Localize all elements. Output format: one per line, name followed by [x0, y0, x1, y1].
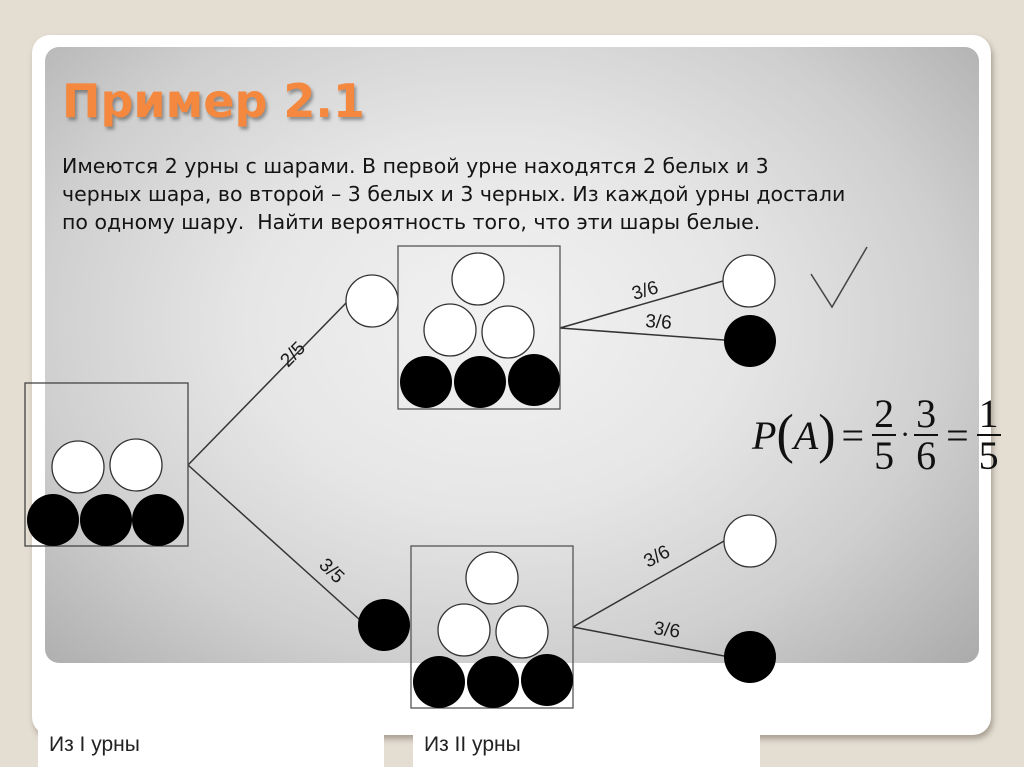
- fraction-1-numerator: 2: [874, 391, 895, 436]
- fraction-bar: [976, 434, 1001, 436]
- fraction-bar: [914, 434, 939, 436]
- black-ball: [27, 494, 79, 546]
- result-numerator: 1: [978, 391, 999, 436]
- formula-equals-2: =: [946, 412, 969, 458]
- edge-urn1-to-white: [187, 301, 348, 466]
- white-ball: [423, 303, 477, 357]
- urn-2-top-box: [397, 245, 561, 410]
- drawn-black-ball: [358, 599, 410, 651]
- problem-statement: Имеются 2 урны с шарами. В первой урне н…: [62, 152, 1002, 236]
- white-ball: [437, 603, 491, 657]
- formula-equals-1: =: [841, 412, 865, 458]
- white-ball: [495, 605, 549, 659]
- white-ball: [465, 551, 519, 605]
- black-ball: [508, 354, 560, 406]
- urn-2-bottom: [410, 545, 574, 709]
- black-ball: [454, 356, 506, 408]
- formula-func: P: [752, 412, 777, 458]
- urn-2-bottom-box: [410, 545, 574, 709]
- black-ball: [467, 656, 519, 708]
- black-ball: [521, 654, 573, 706]
- white-ball: [481, 305, 535, 359]
- edge-label-bottom-black: 3/6: [652, 618, 681, 642]
- white-ball: [451, 252, 505, 306]
- fraction-2-numerator: 3: [916, 391, 937, 436]
- edge-bottom-to-black: [572, 626, 725, 657]
- caption-urn-2: Из II урны: [413, 723, 760, 767]
- problem-line-2: черных шара, во второй – 3 белых и 3 чер…: [62, 182, 846, 206]
- fraction-1: 2 5: [872, 391, 897, 478]
- urn-2-top: [397, 245, 561, 410]
- edge-label-top-black: 3/6: [645, 311, 673, 334]
- fraction-2: 3 6: [914, 391, 939, 478]
- tree-edges: [187, 280, 725, 657]
- black-ball: [400, 356, 452, 408]
- problem-line-3: по одному шару. Найти вероятность того, …: [62, 210, 761, 234]
- edge-top-to-white: [559, 280, 724, 329]
- result-denominator: 5: [978, 433, 999, 478]
- fraction-1-denominator: 5: [874, 433, 895, 478]
- formula-times: ·: [900, 418, 911, 451]
- edge-bottom-to-white: [572, 540, 725, 628]
- fraction-result: 1 5: [976, 391, 1001, 478]
- problem-line-1: Имеются 2 урны с шарами. В первой урне н…: [62, 154, 769, 178]
- black-ball: [80, 494, 132, 546]
- outcome-top-black-ball: [724, 315, 776, 367]
- caption-urn-1: Из I урны: [38, 723, 384, 767]
- fraction-bar: [872, 434, 897, 436]
- black-ball: [132, 494, 184, 546]
- urn-1-box: [24, 382, 189, 547]
- edge-label-bottom-white: 3/6: [640, 541, 673, 572]
- fraction-2-denominator: 6: [916, 433, 937, 478]
- formula-arg: A: [793, 412, 819, 458]
- outcome-bottom-black-ball: [724, 631, 776, 683]
- black-ball: [413, 656, 465, 708]
- slide-title: Пример 2.1: [62, 74, 365, 128]
- probability-formula: P ( A ) = 2 5 · 3 6 = 1 5: [752, 390, 1003, 480]
- white-ball: [51, 440, 105, 494]
- urn-1: [24, 382, 189, 547]
- check-icon: [810, 246, 868, 309]
- drawn-white-ball: [345, 274, 399, 328]
- outcome-top-white-ball: [722, 254, 776, 308]
- formula-open-paren: (: [776, 404, 794, 465]
- white-ball: [109, 438, 163, 492]
- outcome-bottom-white-ball: [723, 514, 777, 568]
- formula-close-paren: ): [818, 404, 836, 465]
- edge-top-to-black: [559, 327, 725, 341]
- edge-label-urn1-white: 2/5: [276, 338, 309, 372]
- edge-urn1-to-black: [187, 464, 361, 621]
